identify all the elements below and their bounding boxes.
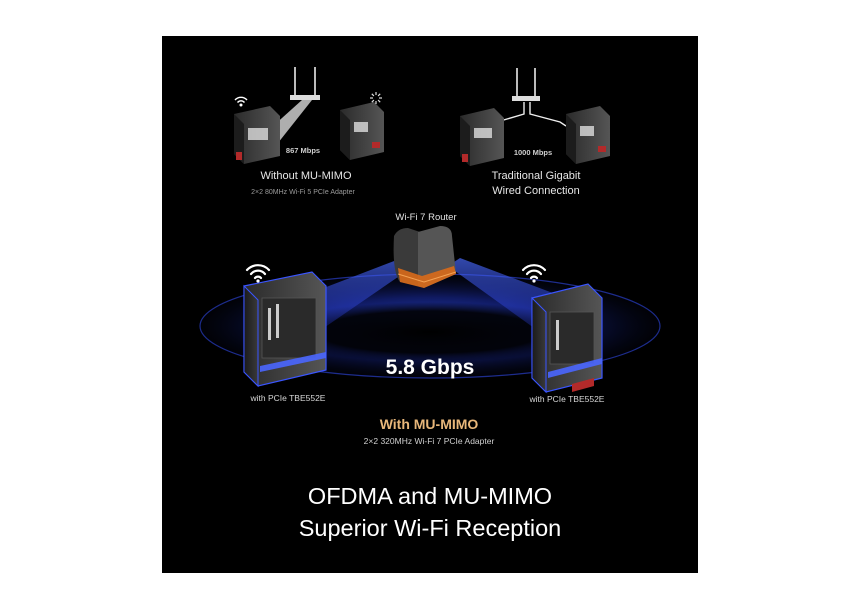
pc-tower-icon <box>234 106 280 164</box>
wifi-icon <box>245 264 271 283</box>
router-label: Wi-Fi 7 Router <box>395 212 457 223</box>
headline-line2: Superior Wi-Fi Reception <box>298 515 562 541</box>
illustration <box>199 67 661 394</box>
wired-title-line2: Wired Connection <box>492 185 580 197</box>
pc-tower-icon <box>340 102 384 160</box>
pc-tower-icon <box>460 108 504 166</box>
router-icon <box>512 68 540 101</box>
pc-tower-icon <box>243 271 327 388</box>
wifi-icon <box>234 96 248 107</box>
cable <box>529 102 567 127</box>
signal-ellipse-inner <box>270 302 590 362</box>
wifi-icon <box>521 264 547 283</box>
pc-tower-icon <box>566 106 610 164</box>
left-pc-label: with PCIe TBE552E <box>250 393 326 403</box>
router-icon <box>290 67 320 100</box>
wired-speed: 1000 Mbps <box>513 148 553 157</box>
mumimo-section <box>199 226 661 394</box>
pc-tower-icon <box>531 283 603 394</box>
wifi5-title: Without MU-MIMO <box>260 170 352 182</box>
wired-section <box>460 68 610 166</box>
wifi5-subtitle: 2×2 80MHz Wi-Fi 5 PCIe Adapter <box>251 189 355 196</box>
loading-icon <box>370 92 382 104</box>
router-icon <box>393 226 457 288</box>
infographic-panel: 867 Mbps Without MU-MIMO 2×2 80MHz Wi-Fi… <box>162 36 698 573</box>
wifi5-section <box>234 67 384 164</box>
right-pc-label: with PCIe TBE552E <box>529 394 605 404</box>
mumimo-speed: 5.8 Gbps <box>385 356 475 379</box>
mumimo-title: With MU-MIMO <box>379 416 479 432</box>
mumimo-subtitle: 2×2 320MHz Wi-Fi 7 PCIe Adapter <box>363 436 495 446</box>
headline-line1: OFDMA and MU-MIMO <box>307 483 553 509</box>
wifi5-speed: 867 Mbps <box>285 146 321 155</box>
wired-title-line1: Traditional Gigabit <box>491 170 581 182</box>
